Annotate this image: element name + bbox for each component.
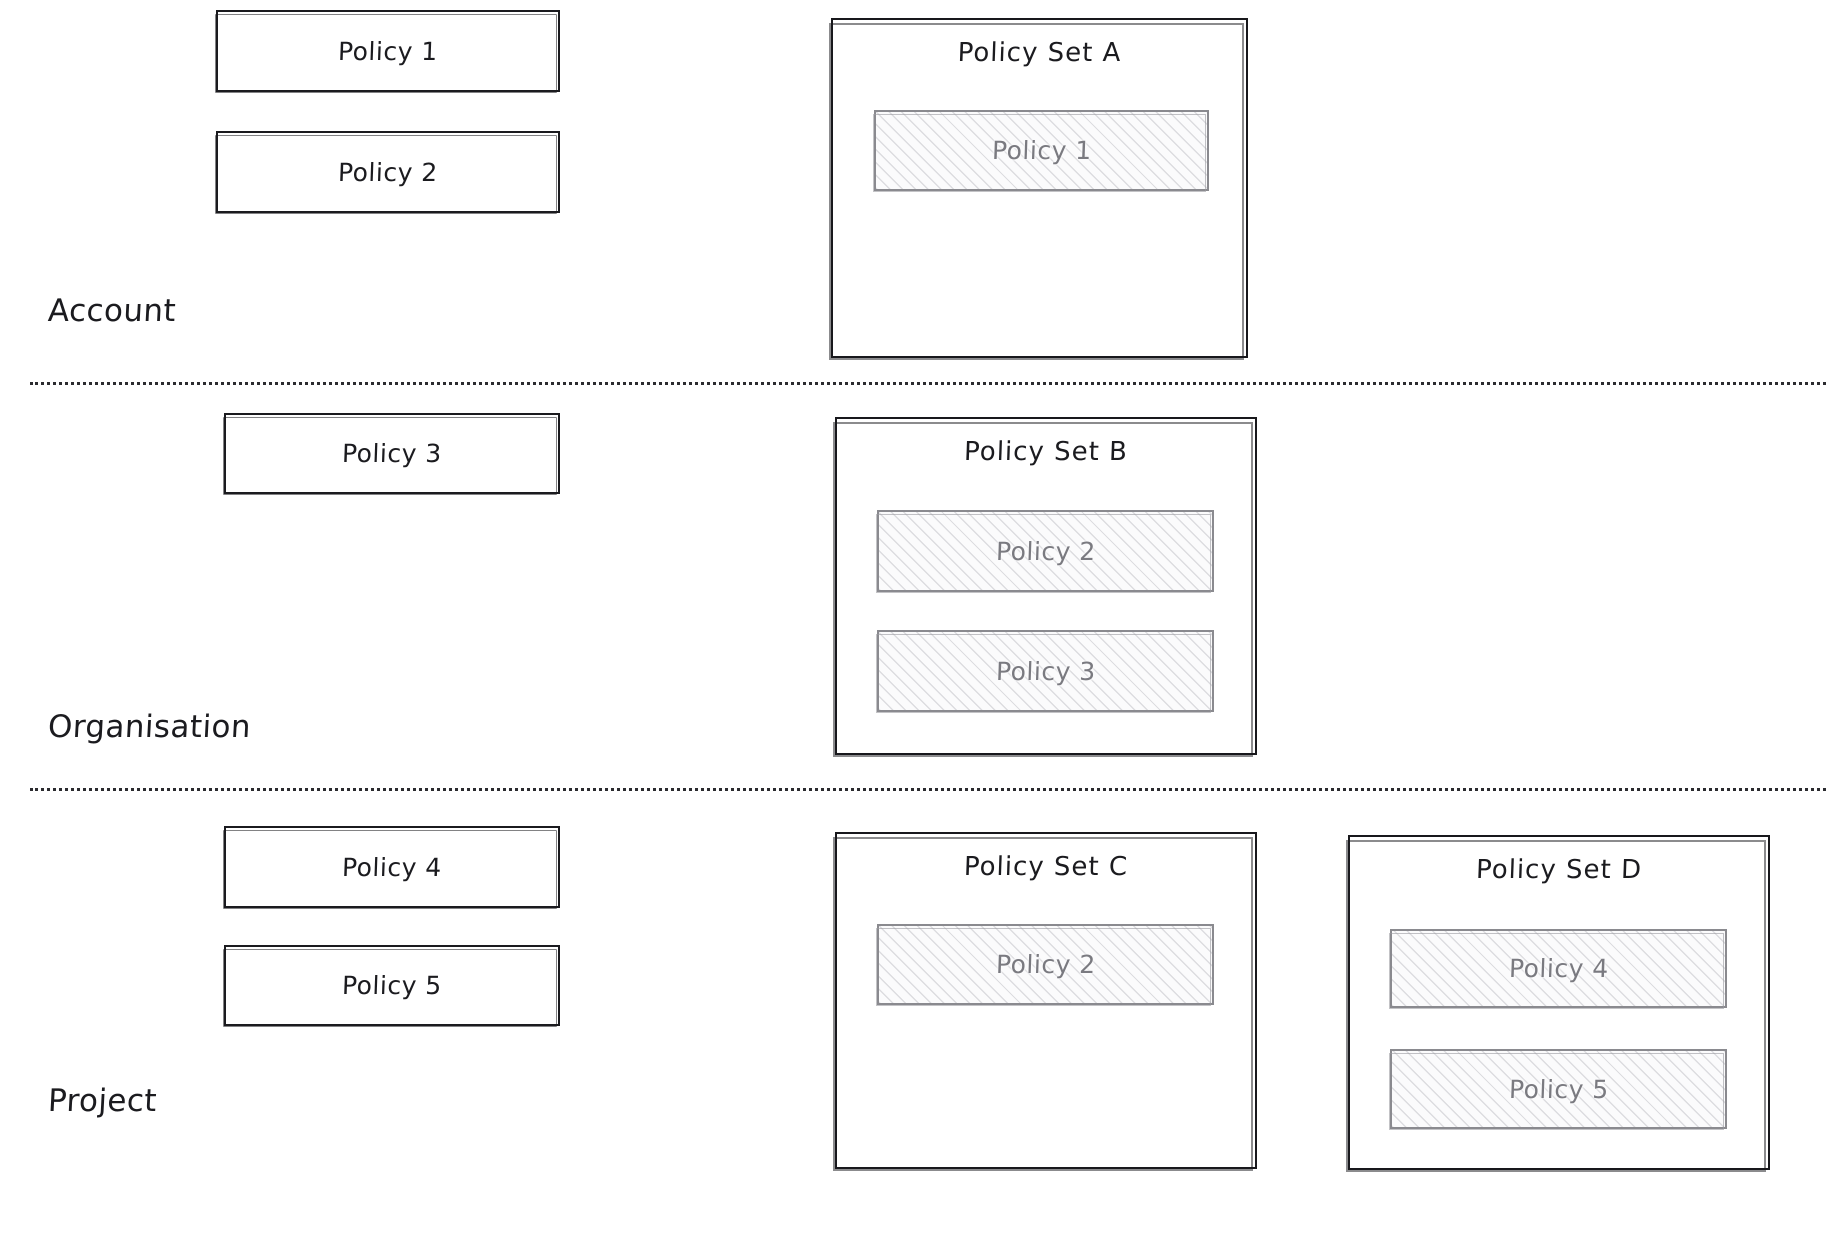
policy-ref-policy-1[interactable]: Policy 1: [873, 110, 1209, 192]
policy-ref-label: Policy 2: [995, 950, 1096, 979]
divider-organisation-project: [30, 788, 1826, 791]
policy-ref-policy-2[interactable]: Policy 2: [876, 510, 1214, 593]
policy-chip-policy-2[interactable]: Policy 2: [215, 131, 560, 214]
policy-set-c[interactable]: Policy Set C Policy 2: [833, 832, 1257, 1171]
policy-ref-label: Policy 1: [991, 136, 1092, 165]
policy-chip-policy-4[interactable]: Policy 4: [223, 826, 560, 909]
policy-set-title: Policy Set A: [957, 38, 1122, 68]
policy-set-title: Policy Set B: [963, 437, 1129, 467]
policy-chip-policy-5[interactable]: Policy 5: [223, 945, 560, 1027]
tier-label-project: Project: [47, 1083, 158, 1119]
policy-ref-label: Policy 5: [1508, 1074, 1609, 1104]
tier-label-account: Account: [47, 293, 177, 329]
policy-chip-label: Policy 3: [341, 439, 443, 468]
policy-chip-label: Policy 2: [337, 157, 439, 187]
policy-ref-policy-4[interactable]: Policy 4: [1389, 929, 1727, 1009]
policy-chip-policy-1[interactable]: Policy 1: [215, 10, 560, 93]
policy-ref-label: Policy 2: [995, 536, 1096, 566]
policy-ref-policy-5[interactable]: Policy 5: [1389, 1049, 1727, 1130]
policy-chip-label: Policy 4: [341, 852, 443, 882]
policy-set-b[interactable]: Policy Set B Policy 2 Policy 3: [833, 417, 1257, 757]
policy-chip-label: Policy 1: [337, 36, 439, 66]
policy-set-title: Policy Set C: [963, 852, 1129, 882]
policy-chip-policy-3[interactable]: Policy 3: [223, 413, 560, 495]
tier-label-organisation: Organisation: [47, 709, 252, 745]
policy-ref-policy-3[interactable]: Policy 3: [876, 630, 1214, 713]
policy-ref-label: Policy 4: [1508, 954, 1609, 983]
policy-set-a[interactable]: Policy Set A Policy 1: [829, 18, 1248, 360]
divider-account-organisation: [30, 382, 1826, 385]
policy-ref-policy-2[interactable]: Policy 2: [876, 924, 1214, 1006]
policy-set-d[interactable]: Policy Set D Policy 4 Policy 5: [1346, 835, 1770, 1172]
policy-ref-label: Policy 3: [995, 656, 1096, 686]
policy-set-title: Policy Set D: [1475, 855, 1643, 885]
policy-chip-label: Policy 5: [341, 971, 443, 1000]
